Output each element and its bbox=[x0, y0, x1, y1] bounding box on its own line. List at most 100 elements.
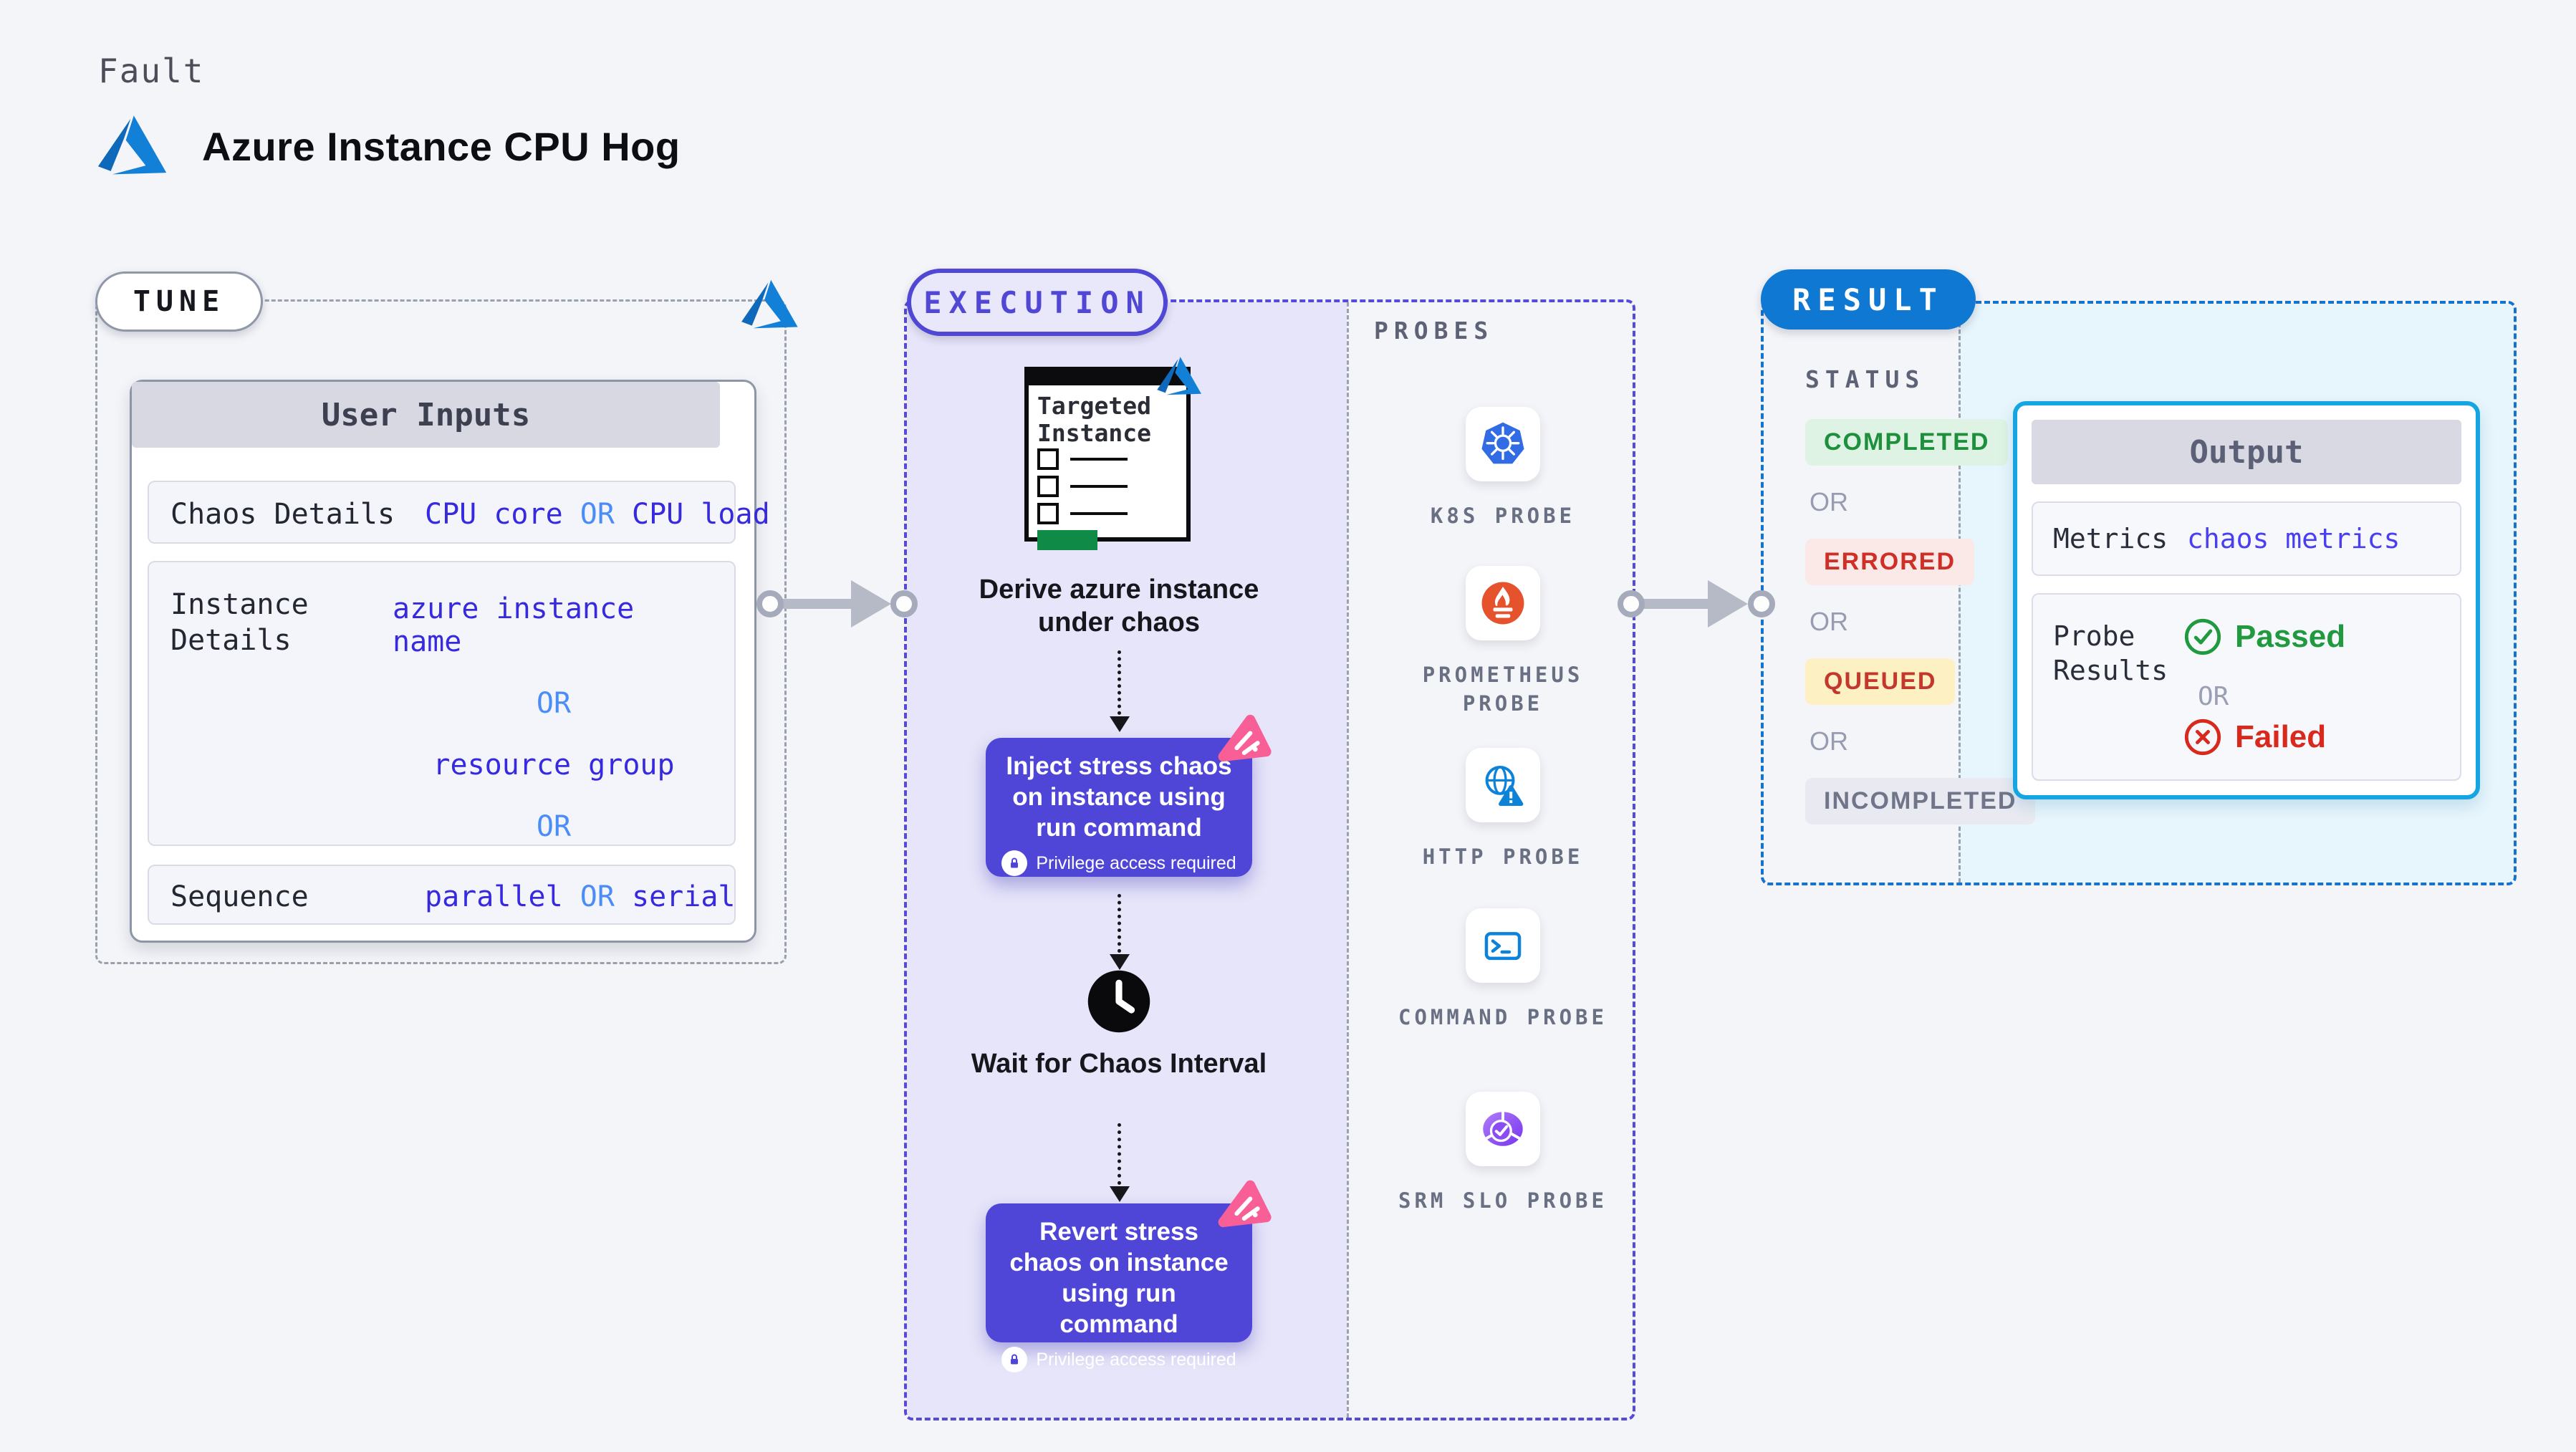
user-inputs-header: User Inputs bbox=[132, 382, 720, 448]
probe-card-k8s bbox=[1466, 407, 1540, 481]
checkbox-row bbox=[1037, 476, 1128, 497]
instance-details-row: Instance Details azure instance name OR … bbox=[148, 561, 736, 905]
targeted-instance-window: Targeted Instance bbox=[1024, 367, 1191, 550]
failed-line: Failed bbox=[2183, 718, 2326, 756]
probe-label: K8S PROBE bbox=[1430, 504, 1576, 528]
probe-results-row: Probe Results Passed OR Failed bbox=[2032, 593, 2461, 781]
privilege-row: Privilege access required bbox=[1001, 850, 1236, 876]
x-circle-icon bbox=[2184, 718, 2221, 756]
status-or: OR bbox=[1810, 487, 1848, 516]
status-badge-errored: ERRORED bbox=[1805, 539, 1975, 585]
checkbox-icon bbox=[1037, 476, 1059, 497]
arrow-head bbox=[851, 580, 891, 628]
azure-logo-icon bbox=[97, 115, 167, 175]
metrics-row: Metrics chaos metrics bbox=[2032, 501, 2461, 576]
probes-title: PROBES bbox=[1374, 317, 1494, 345]
probe-label: HTTP PROBE bbox=[1422, 845, 1584, 869]
status-divider bbox=[1959, 304, 1961, 883]
progress-bar bbox=[1037, 530, 1097, 550]
status-list: COMPLETED OR ERRORED OR QUEUED OR INCOMP… bbox=[1805, 419, 2036, 824]
check-circle-icon bbox=[2184, 618, 2221, 655]
srm-slo-icon bbox=[1483, 1110, 1523, 1146]
arrow-execution-to-result bbox=[1638, 599, 1714, 609]
chaos-details-row: Chaos Details CPU core OR CPU load bbox=[148, 481, 770, 544]
step-derive-caption: Derive azure instance under chaos bbox=[979, 574, 1259, 638]
user-inputs-card: User Inputs Chaos Details CPU core OR CP… bbox=[130, 380, 770, 943]
flow-connector bbox=[1118, 894, 1121, 953]
tune-section bbox=[95, 299, 787, 964]
probe-card-http bbox=[1466, 748, 1540, 822]
metrics-label: Metrics bbox=[2053, 523, 2168, 554]
instance-details-values: azure instance name OR resource group OR… bbox=[393, 592, 675, 905]
azure-logo-icon bbox=[1157, 357, 1201, 395]
status-badge-queued: QUEUED bbox=[1805, 658, 1956, 705]
text-line bbox=[1070, 512, 1128, 515]
privilege-row: Privilege access required bbox=[1001, 1347, 1236, 1372]
page-title: Azure Instance CPU Hog bbox=[202, 124, 681, 169]
status-badge-completed: COMPLETED bbox=[1805, 419, 2009, 466]
connector-dot bbox=[890, 590, 918, 617]
arrow-tune-to-execution bbox=[777, 599, 857, 609]
chaos-icon bbox=[1218, 1180, 1272, 1228]
privilege-label: Privilege access required bbox=[1036, 1349, 1236, 1370]
connector-dot bbox=[756, 590, 784, 617]
status-title: STATUS bbox=[1805, 365, 1926, 393]
privilege-label: Privilege access required bbox=[1036, 852, 1236, 873]
chaos-icon bbox=[1218, 714, 1272, 762]
fault-kicker: Fault bbox=[98, 52, 205, 90]
flow-connector bbox=[1118, 1123, 1121, 1185]
prometheus-icon bbox=[1481, 582, 1524, 625]
probe-label: COMMAND PROBE bbox=[1398, 1005, 1607, 1029]
execution-pill: EXECUTION bbox=[907, 269, 1168, 336]
flow-arrowhead bbox=[1110, 716, 1130, 732]
failed-label: Failed bbox=[2235, 719, 2327, 754]
connector-dot bbox=[1618, 590, 1645, 617]
chaos-details-label: Chaos Details bbox=[170, 498, 395, 531]
tune-pill: TUNE bbox=[95, 271, 263, 332]
probe-card-prometheus bbox=[1466, 566, 1540, 640]
checkbox-icon bbox=[1037, 503, 1059, 524]
checkbox-row bbox=[1037, 448, 1128, 470]
status-badge-incompleted: INCOMPLETED bbox=[1805, 778, 2036, 824]
revert-chaos-text: Revert stress chaos on instance using ru… bbox=[1009, 1218, 1229, 1338]
flow-connector bbox=[1118, 650, 1121, 715]
metrics-value: chaos metrics bbox=[2187, 523, 2400, 554]
status-or: OR bbox=[1810, 726, 1848, 756]
inject-chaos-text: Inject stress chaos on instance using ru… bbox=[1006, 752, 1232, 842]
inject-chaos-step: Inject stress chaos on instance using ru… bbox=[986, 738, 1252, 877]
probe-card-command bbox=[1466, 908, 1540, 983]
kubernetes-icon bbox=[1481, 422, 1524, 464]
chaos-details-value: CPU core OR CPU load bbox=[425, 498, 770, 531]
flow-arrowhead bbox=[1110, 954, 1130, 970]
wait-caption: Wait for Chaos Interval bbox=[971, 1049, 1267, 1079]
probes-divider bbox=[1347, 302, 1349, 1418]
probe-card-srm-slo bbox=[1466, 1092, 1540, 1166]
clock-icon bbox=[1087, 970, 1150, 1033]
sequence-row: Sequence parallel OR serial bbox=[148, 865, 736, 925]
probe-label: SRM SLO PROBE bbox=[1398, 1188, 1607, 1213]
text-line bbox=[1070, 458, 1128, 461]
lock-icon bbox=[1001, 1347, 1028, 1372]
azure-logo-icon bbox=[741, 279, 798, 329]
sequence-value: parallel OR serial bbox=[425, 880, 736, 913]
instance-details-label: Instance Details bbox=[170, 588, 309, 657]
checkbox-row bbox=[1037, 503, 1128, 524]
passed-label: Passed bbox=[2235, 619, 2346, 654]
lock-icon bbox=[1001, 850, 1028, 876]
probe-results-label: Probe Results bbox=[2053, 620, 2168, 686]
flow-arrowhead bbox=[1110, 1186, 1130, 1202]
checkbox-icon bbox=[1037, 448, 1059, 470]
probe-or: OR bbox=[2198, 682, 2229, 711]
status-or: OR bbox=[1810, 607, 1848, 636]
window-title: Targeted Instance bbox=[1037, 392, 1151, 447]
http-globe-icon bbox=[1485, 765, 1524, 807]
command-terminal-icon bbox=[1484, 932, 1522, 961]
connector-dot bbox=[1748, 590, 1775, 617]
result-pill: RESULT bbox=[1761, 269, 1976, 330]
output-header: Output bbox=[2032, 420, 2461, 484]
probe-label: PROMETHEUS PROBE bbox=[1422, 663, 1584, 716]
revert-chaos-step: Revert stress chaos on instance using ru… bbox=[986, 1203, 1252, 1372]
arrow-head bbox=[1708, 580, 1748, 628]
output-card: Output Metrics chaos metrics Probe Resul… bbox=[2013, 401, 2480, 799]
